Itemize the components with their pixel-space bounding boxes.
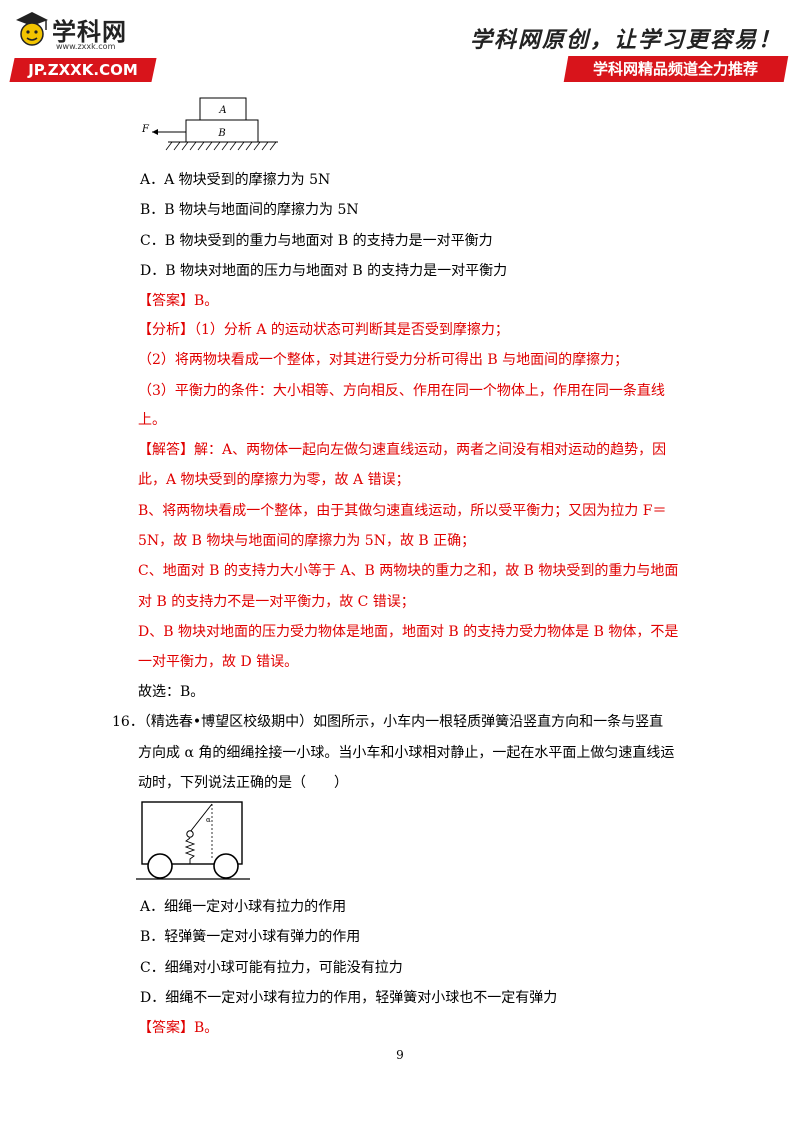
q15-solution-line: C、地面对 B 的支持力大小等于 A、B 两物块的重力之和，故 B 物块受到的重… [138, 563, 679, 579]
q15-solution-line: 一对平衡力，故 D 错误。 [138, 654, 299, 670]
cart-figure: α [136, 801, 250, 880]
q16-stem-line: 16．（精选春•博望区校级期中）如图所示，小车内一根轻质弹簧沿竖直方向和一条与竖… [112, 714, 664, 730]
q15-conclusion: 故选：B。 [138, 684, 205, 700]
q16-option-a: A．细绳一定对小球有拉力的作用 [140, 899, 347, 915]
force-label: F [141, 124, 150, 135]
q15-analysis-line: （2）将两物块看成一个整体，对其进行受力分析可得出 B 与地面间的摩擦力； [138, 352, 629, 368]
q15-solution-line: D、B 物块对地面的压力受力物体是地面，地面对 B 的支持力受力物体是 B 物体… [138, 624, 679, 640]
brand-badge: JP.ZXXK.COM [9, 58, 157, 82]
promo-text: 学科网精品频道全力推荐 [593, 60, 759, 78]
q15-option-b: B．B 物块与地面间的摩擦力为 5N [140, 202, 359, 218]
block-a-label: A [218, 105, 226, 116]
q16-option-b: B．轻弹簧一定对小球有弹力的作用 [140, 929, 361, 945]
q15-option-c: C．B 物块受到的重力与地面对 B 的支持力是一对平衡力 [140, 233, 493, 249]
q15-analysis-line: （3）平衡力的条件：大小相等、方向相反、作用在同一个物体上，作用在同一条直线 [138, 383, 665, 399]
q16-option-d: D．细绳不一定对小球有拉力的作用，轻弹簧对小球也不一定有弹力 [140, 990, 558, 1006]
q16-option-c: C．细绳对小球可能有拉力，可能没有拉力 [140, 960, 403, 976]
promo-banner: 学科网精品频道全力推荐 [563, 56, 789, 82]
ball [186, 830, 194, 838]
q15-solution-line: 5N，故 B 物块与地面间的摩擦力为 5N，故 B 正确； [138, 533, 476, 549]
q15-solution-line: 【解答】解：A、两物体一起向左做匀速直线运动，两者之间没有相对运动的趋势，因 [138, 442, 667, 458]
q15-option-d: D．B 物块对地面的压力与地面对 B 的支持力是一对平衡力 [140, 263, 508, 279]
q15-analysis-line: 【分析】（1）分析 A 的运动状态可判断其是否受到摩擦力； [138, 322, 509, 338]
q15-solution-line: B、将两物块看成一个整体，由于其做匀速直线运动，所以受平衡力；又因为拉力 F＝ [138, 503, 667, 519]
q15-analysis-line: 上。 [138, 412, 166, 428]
header-slogan: 学科网原创，让学习更容易！ [469, 27, 782, 53]
angle-label: α [206, 816, 211, 824]
spring [184, 837, 196, 864]
blocks-figure: A B F [141, 97, 278, 151]
q15-solution-line: 此，A 物块受到的摩擦力为零，故 A 错误； [138, 472, 410, 488]
q15-solution-line: 对 B 的支持力不是一对平衡力，故 C 错误； [138, 594, 415, 610]
string-line [189, 803, 213, 833]
logo-text: 学科网 [52, 18, 127, 46]
logo-mascot-icon [16, 12, 48, 46]
block-b-label: B [217, 128, 225, 139]
q16-stem-line: 方向成 α 角的细绳拴接一小球。当小车和小球相对静止，一起在水平面上做匀速直线运 [138, 745, 675, 761]
q16-answer: 【答案】B。 [138, 1020, 219, 1036]
q16-stem-line: 动时，下列说法正确的是（ ） [138, 775, 348, 791]
ground-hatch [165, 141, 277, 151]
page-number: 9 [396, 1048, 404, 1062]
brand-badge-text: JP.ZXXK.COM [28, 61, 138, 79]
left-wheel [147, 853, 173, 879]
right-wheel [213, 853, 239, 879]
logo-url: www.zxxk.com [56, 42, 116, 51]
q15-option-a: A．A 物块受到的摩擦力为 5N [140, 172, 331, 188]
q15-answer: 【答案】B。 [138, 293, 219, 309]
